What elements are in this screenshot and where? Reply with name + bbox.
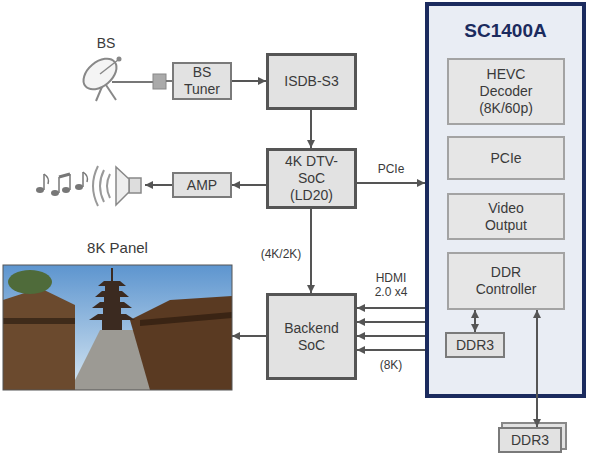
- chip-container: SC1400A HEVC Decoder (8K/60p) PCIeVideo Ou…: [425, 2, 586, 398]
- demodulator-box: ISDB-S3: [266, 53, 357, 110]
- tuner-box: BS Tuner: [172, 62, 232, 100]
- box-label: AMP: [187, 177, 217, 194]
- edge-label: HDMI 2.0 x4: [369, 272, 414, 300]
- signal-arrow: [357, 307, 425, 309]
- edge-label: (4K/2K): [261, 248, 302, 262]
- dish-label: BS: [97, 35, 116, 51]
- signal-arrow: [232, 335, 266, 337]
- signal-arrow: [474, 310, 476, 332]
- edge-label: PCIe: [378, 163, 405, 177]
- panel-picture: [3, 265, 232, 390]
- satellite-dish: [78, 53, 172, 101]
- memory-chip: DDR3: [498, 427, 562, 453]
- signal-arrow: [232, 80, 266, 82]
- signal-arrow: [536, 310, 538, 427]
- box-label: PCIe: [490, 150, 521, 167]
- box-label: DDR3: [511, 432, 549, 449]
- function-block: Video Output: [447, 193, 565, 240]
- amplifier-box: AMP: [172, 172, 232, 198]
- signal-arrow: [357, 182, 425, 184]
- box-label: DDR3: [456, 337, 494, 354]
- signal-arrow: [232, 184, 266, 186]
- function-block: PCIe: [447, 136, 565, 180]
- music-notes: [36, 172, 88, 196]
- memory-chip: DDR3: [445, 332, 505, 358]
- box-label: ISDB-S3: [284, 73, 338, 90]
- chip-title: SC1400A: [429, 20, 582, 43]
- panel-heading: 8K Panel: [3, 239, 232, 257]
- box-label: Video Output: [476, 200, 536, 234]
- display-panel: 8K Panel: [3, 265, 232, 390]
- signal-arrow: [357, 349, 425, 351]
- box-label: HEVC Decoder (8K/60p): [470, 66, 542, 116]
- function-block: DDR Controller: [447, 252, 565, 310]
- function-block: HEVC Decoder (8K/60p): [447, 58, 565, 125]
- signal-arrow: [310, 110, 312, 148]
- box-label: DDR Controller: [469, 264, 544, 298]
- signal-arrow: [357, 335, 425, 337]
- signal-arrow: [310, 209, 312, 293]
- box-label: 4K DTV-SoC (LD20): [278, 153, 346, 203]
- box-label: BS Tuner: [180, 64, 225, 98]
- edge-label: (8K): [380, 359, 403, 373]
- box-label: Backend SoC: [281, 320, 343, 354]
- soc-box: Backend SoC: [266, 293, 357, 380]
- speaker-icon: [93, 166, 172, 206]
- signal-arrow: [357, 321, 425, 323]
- soc-box: 4K DTV-SoC (LD20): [266, 148, 357, 209]
